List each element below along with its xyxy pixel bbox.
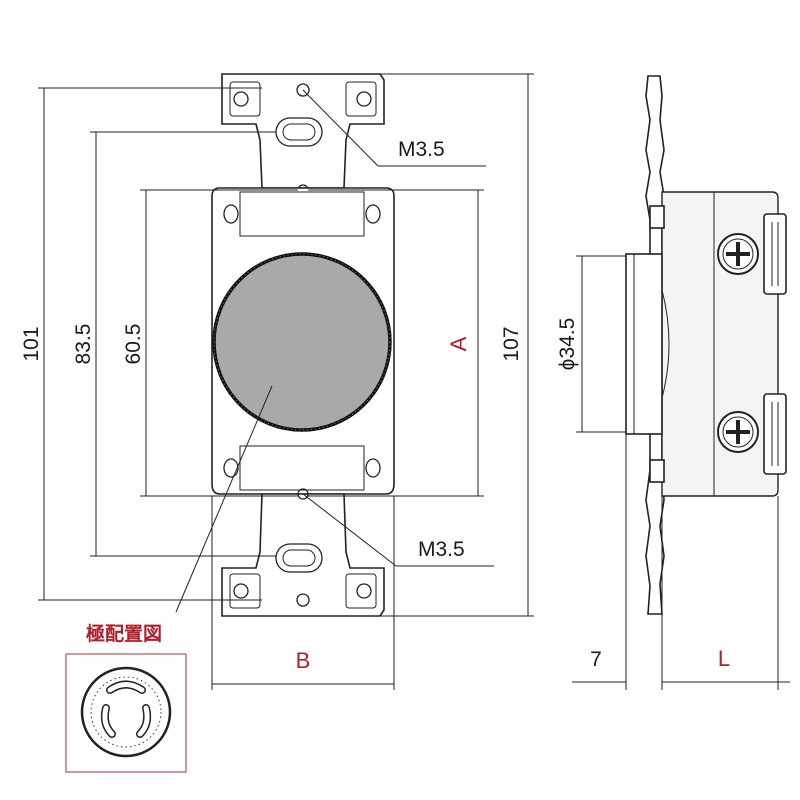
pole-diagram: 極配置図	[65, 622, 187, 773]
mounting-strap-bottom	[221, 488, 385, 617]
depth-label-7: 7	[590, 648, 602, 671]
dimension-label-83-5: 83.5	[72, 324, 95, 365]
vertical-dimensions	[38, 73, 534, 617]
screw-hole-icon	[296, 593, 310, 607]
screw-hole-icon	[296, 83, 310, 97]
dimension-label-101: 101	[20, 326, 43, 361]
receptacle-body	[211, 187, 395, 495]
dimension-label-b: B	[296, 648, 311, 673]
diameter-label: ϕ34.5	[556, 318, 579, 371]
terminal-screw-icon	[717, 233, 759, 275]
pole-face-icon	[80, 666, 172, 758]
dimension-label-107: 107	[500, 326, 523, 361]
pole-diagram-title: 極配置図	[86, 622, 162, 645]
leader-lines	[175, 89, 494, 613]
screw-size-label-top: M3.5	[398, 138, 445, 161]
mounting-strap-top	[221, 73, 385, 196]
receptacle-face	[212, 252, 392, 432]
terminal-screw-icon	[717, 411, 759, 453]
side-view: ϕ34.5 7 L	[556, 75, 790, 690]
dimension-label-60-5: 60.5	[122, 324, 145, 365]
dimension-label-a: A	[446, 336, 471, 351]
dimension-label-l: L	[718, 646, 730, 671]
screw-size-label-bottom: M3.5	[418, 538, 465, 561]
front-view: M3.5 M3.5 101 83.5 60.5 A 107 B	[20, 73, 534, 690]
